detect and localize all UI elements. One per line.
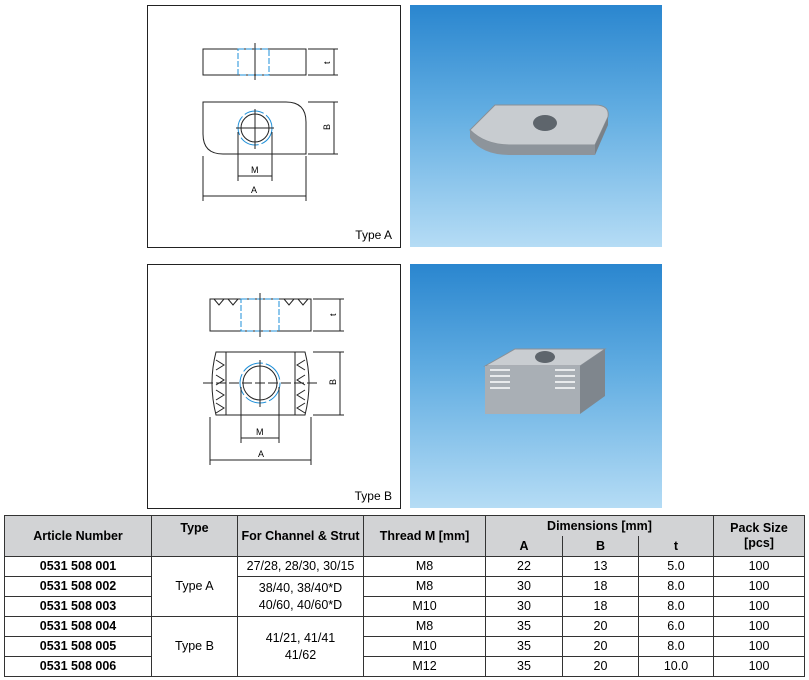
- table-row: 0531 508 006 M12 35 20 10.0 100: [4, 656, 805, 677]
- article-number: 0531 508 002: [4, 576, 152, 597]
- dim-t-a: t: [322, 61, 332, 64]
- thread-cell: M8: [363, 556, 486, 577]
- pack-cell: 100: [713, 556, 805, 577]
- article-number: 0531 508 005: [4, 636, 152, 657]
- drawing-type-b: t B M A Type B: [147, 264, 401, 509]
- dim-t-cell: 10.0: [638, 656, 714, 677]
- channel-cell: 27/28, 28/30, 30/15: [237, 556, 364, 577]
- table-row: 0531 508 004 Type B 41/21, 41/41 41/62 M…: [4, 616, 805, 677]
- thread-cell: M8: [363, 576, 486, 597]
- header-dimensions: Dimensions [mm]: [485, 515, 714, 536]
- dim-t-cell: 8.0: [638, 576, 714, 597]
- dim-a-cell: 30: [485, 596, 563, 617]
- dim-b-cell: 18: [562, 596, 639, 617]
- header-pack: Pack Size [pcs]: [713, 515, 805, 557]
- dim-a-cell: 35: [485, 636, 563, 657]
- pack-cell: 100: [713, 656, 805, 677]
- dim-a-cell: 35: [485, 616, 563, 637]
- header-thread: Thread M [mm]: [363, 515, 486, 557]
- article-number: 0531 508 001: [4, 556, 152, 577]
- table-row: 0531 508 003 M10 30 18 8.0 100: [4, 596, 805, 617]
- header-channel: For Channel & Strut: [237, 515, 364, 557]
- nut-type-a-image: [469, 104, 609, 155]
- header-dim-t: t: [638, 536, 714, 557]
- dim-a-a: A: [251, 185, 257, 195]
- channel-cell: 38/40, 38/40*D 40/60, 40/60*D: [237, 576, 364, 617]
- dim-b-cell: 18: [562, 576, 639, 597]
- dim-b-cell: 20: [562, 616, 639, 637]
- dim-b-a: B: [322, 124, 332, 130]
- dim-t-cell: 5.0: [638, 556, 714, 577]
- pack-cell: 100: [713, 576, 805, 597]
- dim-b-cell: 20: [562, 656, 639, 677]
- caption-type-a: Type A: [355, 228, 392, 242]
- technical-drawing-a: t B M A: [202, 43, 338, 201]
- header-dim-a: A: [485, 536, 563, 557]
- type-cell: Type A: [151, 556, 238, 617]
- dim-a-cell: 30: [485, 576, 563, 597]
- dim-t-cell: 8.0: [638, 636, 714, 657]
- article-number: 0531 508 004: [4, 616, 152, 637]
- photo-type-b: [410, 264, 662, 508]
- article-number: 0531 508 006: [4, 656, 152, 677]
- header-type: Type: [151, 515, 238, 557]
- header-article: Article Number: [4, 515, 152, 557]
- dim-b-cell: 13: [562, 556, 639, 577]
- thread-cell: M12: [363, 656, 486, 677]
- caption-type-b: Type B: [354, 489, 392, 503]
- drawing-type-a: t B M A Type A: [147, 5, 401, 248]
- dim-b-b: B: [328, 379, 338, 385]
- nut-type-b-image: [483, 348, 607, 414]
- thread-cell: M8: [363, 616, 486, 637]
- dim-a-cell: 22: [485, 556, 563, 577]
- dim-b-cell: 20: [562, 636, 639, 657]
- article-number: 0531 508 003: [4, 596, 152, 617]
- product-table: Article Number Type For Channel & Strut …: [4, 515, 805, 677]
- technical-drawing-b: t B M A: [203, 293, 344, 465]
- dim-t-cell: 8.0: [638, 596, 714, 617]
- dim-t-cell: 6.0: [638, 616, 714, 637]
- table-row: 0531 508 002 38/40, 38/40*D 40/60, 40/60…: [4, 576, 805, 617]
- thread-cell: M10: [363, 596, 486, 617]
- pack-cell: 100: [713, 616, 805, 637]
- table-row: 0531 508 001 Type A 27/28, 28/30, 30/15 …: [4, 556, 805, 617]
- dim-a-cell: 35: [485, 656, 563, 677]
- type-cell: Type B: [151, 616, 238, 677]
- dim-t-b: t: [328, 313, 338, 316]
- pack-cell: 100: [713, 596, 805, 617]
- table-row: 0531 508 005 M10 35 20 8.0 100: [4, 636, 805, 657]
- header-dim-b: B: [562, 536, 639, 557]
- pack-cell: 100: [713, 636, 805, 657]
- dim-a-b: A: [258, 449, 264, 459]
- photo-type-a: [410, 5, 662, 247]
- dim-m-b: M: [256, 427, 264, 437]
- thread-cell: M10: [363, 636, 486, 657]
- channel-cell: 41/21, 41/41 41/62: [237, 616, 364, 677]
- dim-m-a: M: [251, 165, 259, 175]
